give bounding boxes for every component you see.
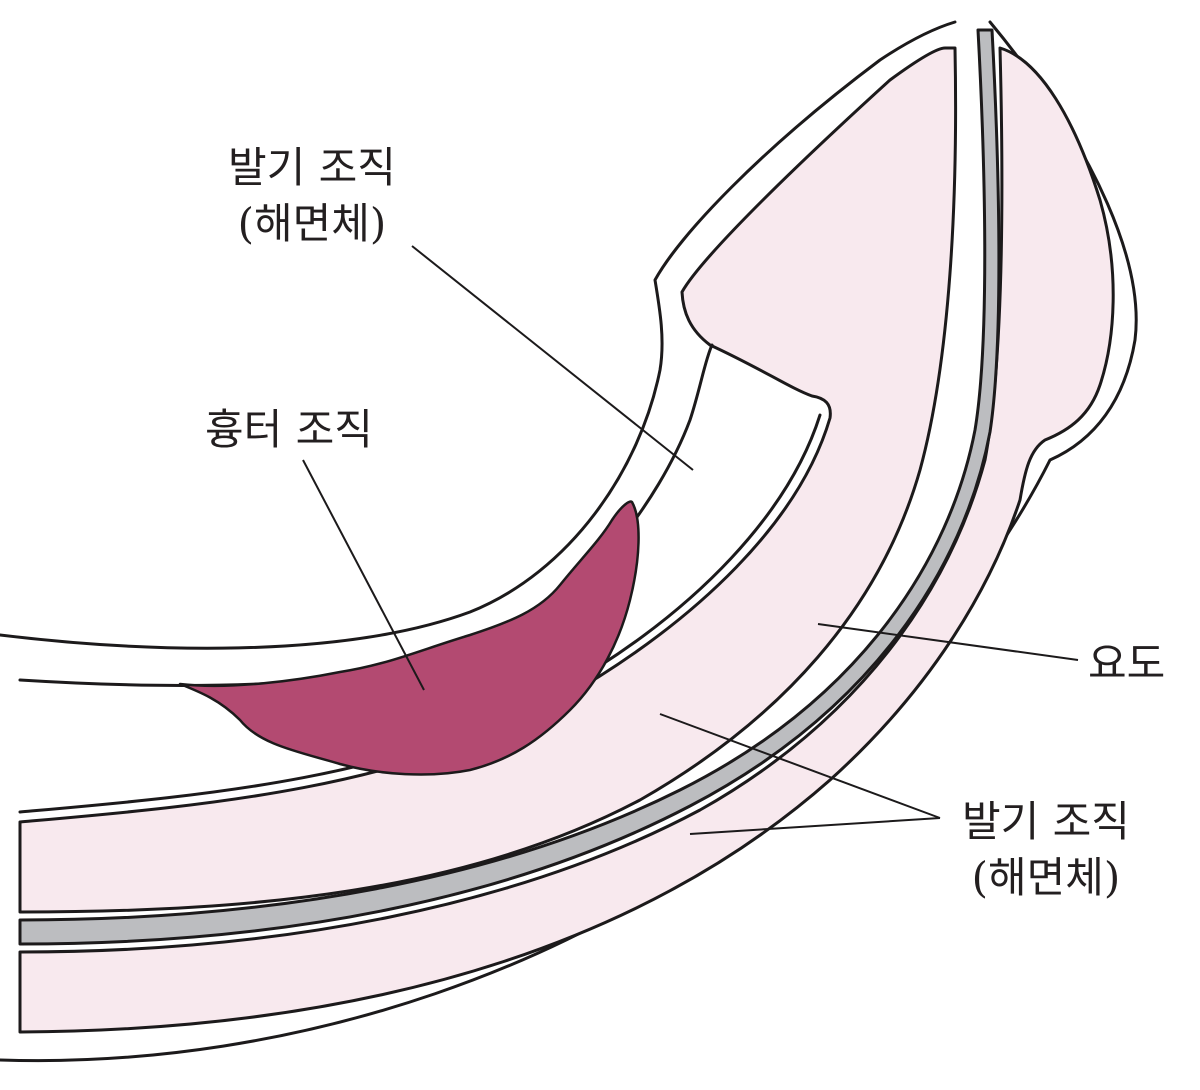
label-scar-tissue: 흉터 조직: [205, 402, 373, 458]
leader-scar: [302, 459, 425, 691]
label-erectile-tissue-bottom-line2: (해면체): [971, 853, 1121, 902]
outer-upper-contour: [0, 20, 957, 650]
erectile-tissue-region: [18, 46, 958, 914]
label-urethra-text: 요도: [1088, 639, 1166, 688]
label-urethra: 요도: [1088, 636, 1165, 692]
label-scar-tissue-text: 흉터 조직: [205, 405, 373, 454]
leader-erectile-bottom-a: [659, 713, 941, 819]
label-erectile-tissue-top-line2: (해면체): [237, 199, 387, 248]
leader-erectile-bottom-b: [689, 817, 941, 835]
urethra-tube: [18, 28, 1001, 946]
label-erectile-tissue-top-line1: 발기 조직: [228, 143, 396, 192]
scar-tissue-plaque: [178, 500, 640, 776]
label-erectile-tissue-bottom-line1: 발기 조직: [962, 797, 1130, 846]
lower-erectile-tissue-region: [18, 46, 1115, 1034]
label-erectile-tissue-top: 발기 조직 (해면체): [228, 140, 396, 252]
leader-erectile-top: [411, 245, 694, 471]
leader-urethra: [817, 623, 1079, 661]
label-erectile-tissue-bottom: 발기 조직 (해면체): [962, 794, 1130, 906]
